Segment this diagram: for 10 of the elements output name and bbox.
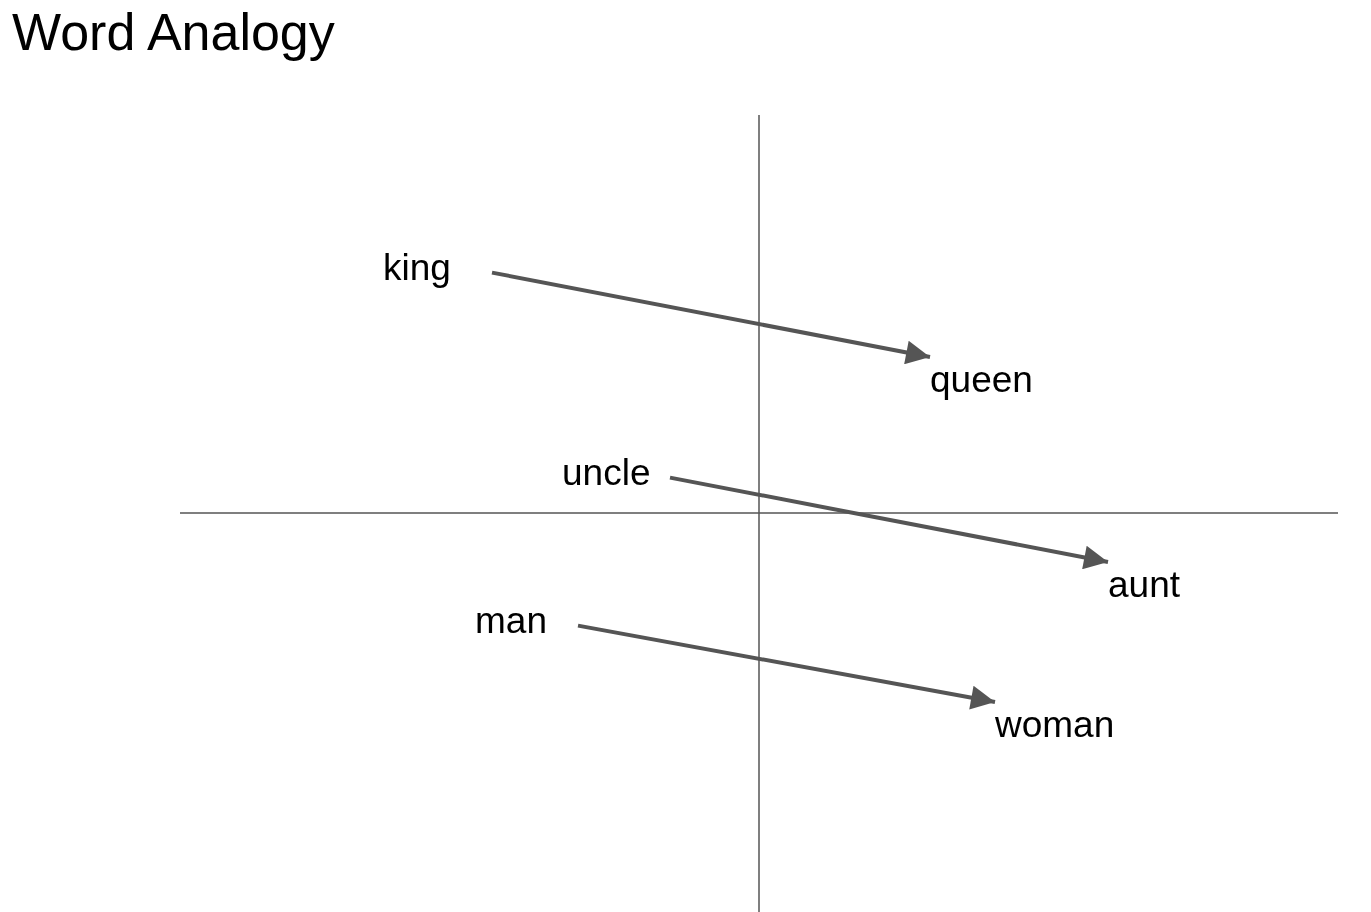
word-label: uncle: [562, 452, 651, 493]
arrow: [577, 623, 996, 710]
diagram-title: Word Analogy: [12, 2, 335, 63]
arrow: [491, 270, 931, 365]
word-label: man: [475, 600, 547, 641]
word-label: aunt: [1108, 564, 1180, 605]
arrow: [669, 475, 1109, 570]
word-label: queen: [930, 359, 1033, 400]
word-label: king: [383, 247, 451, 288]
word-label: woman: [995, 704, 1115, 745]
